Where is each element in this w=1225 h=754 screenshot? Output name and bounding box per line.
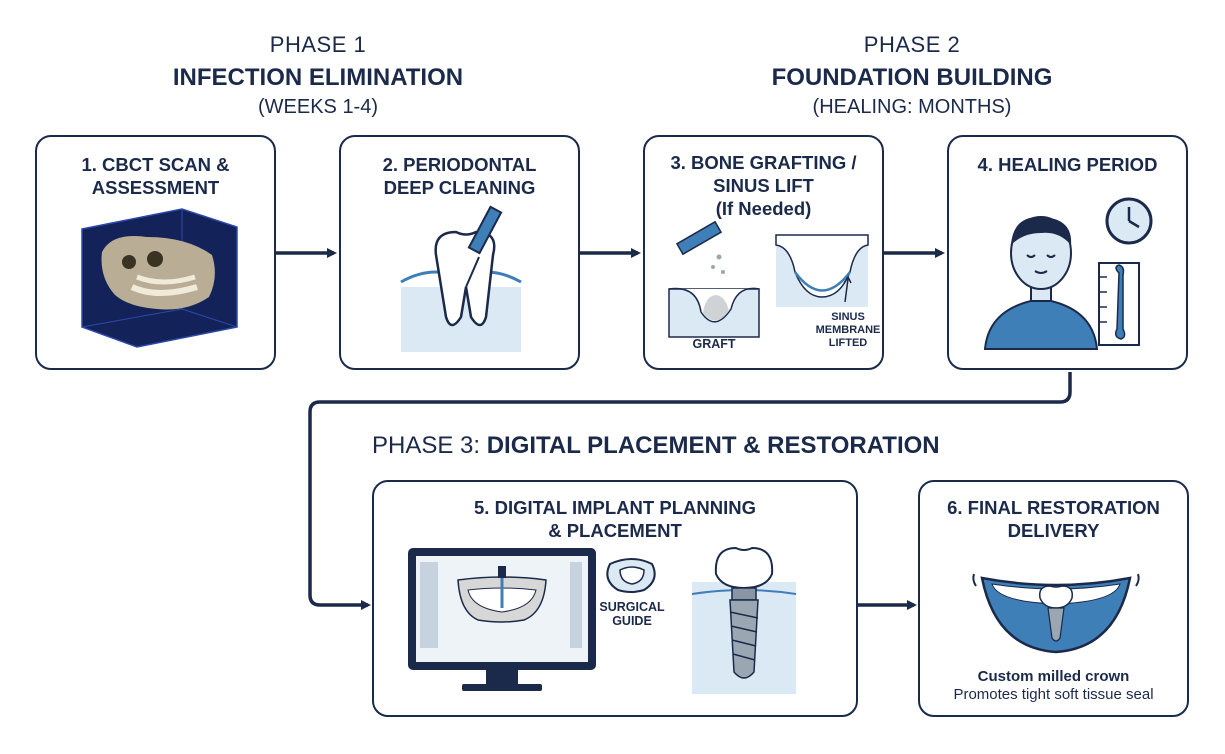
step-5-title: 5. DIGITAL IMPLANT PLANNING & PLACEMENT <box>474 497 756 541</box>
step-2-card: 2. PERIODONTAL DEEP CLEANING <box>339 135 580 370</box>
phase-2-subtitle: (HEALING: MONTHS) <box>812 96 1012 118</box>
phase-3-label: PHASE 3: <box>372 432 481 459</box>
phase-2-header: PHASE 2 FOUNDATION BUILDING (HEALING: MO… <box>752 32 1072 119</box>
phase-1-subtitle: (WEEKS 1-4) <box>257 96 379 118</box>
smile-crown-icon <box>972 573 1140 654</box>
patient-healing-icon <box>983 197 1153 350</box>
step-2-title: 2. PERIODONTAL DEEP CLEANING <box>382 154 537 198</box>
step-4-card: 4. HEALING PERIOD <box>947 135 1188 370</box>
step-1-card: 1. CBCT SCAN & ASSESSMENT <box>35 135 276 370</box>
crown-caption-subtitle: Promotes tight soft tissue seal <box>953 686 1154 703</box>
tooth-cleaning-icon <box>400 205 522 352</box>
crown-caption-title: Custom milled crown <box>977 668 1130 685</box>
phase-1-title: INFECTION ELIMINATION <box>172 64 464 91</box>
phase-1-label: PHASE 1 <box>269 32 367 57</box>
phase-2-label: PHASE 2 <box>863 32 961 57</box>
cbct-skull-icon <box>81 208 238 348</box>
digital-planning-monitor-icon <box>408 546 797 694</box>
surgical-guide-label: SURGICAL GUIDE <box>599 600 665 628</box>
phase-3-header: PHASE 3: DIGITAL PLACEMENT & RESTORATION <box>372 432 940 460</box>
step-4-title: 4. HEALING PERIOD <box>977 154 1158 175</box>
step-3-title: 3. BONE GRAFTING / SINUS LIFT (If Needed… <box>670 152 857 219</box>
graft-label: GRAFT <box>692 337 736 351</box>
step-3-card: 3. BONE GRAFTING / SINUS LIFT (If Needed… <box>643 135 884 370</box>
sinus-membrane-label: SINUS MEMBRANE LIFTED <box>815 311 881 349</box>
phase-1-header: PHASE 1 INFECTION ELIMINATION (WEEKS 1-4… <box>158 32 478 119</box>
bone-graft-icon <box>668 220 869 338</box>
step-5-card: 5. DIGITAL IMPLANT PLANNING & PLACEMENT … <box>372 480 858 717</box>
step-1-title: 1. CBCT SCAN & ASSESSMENT <box>81 154 230 198</box>
phase-3-title: DIGITAL PLACEMENT & RESTORATION <box>486 432 940 459</box>
arrow-4-to-5 <box>308 372 1072 610</box>
step-6-card: 6. FINAL RESTORATION DELIVERY Custom mil… <box>918 480 1189 717</box>
phase-2-title: FOUNDATION BUILDING <box>771 64 1053 91</box>
step-6-title: 6. FINAL RESTORATION DELIVERY <box>947 497 1160 541</box>
